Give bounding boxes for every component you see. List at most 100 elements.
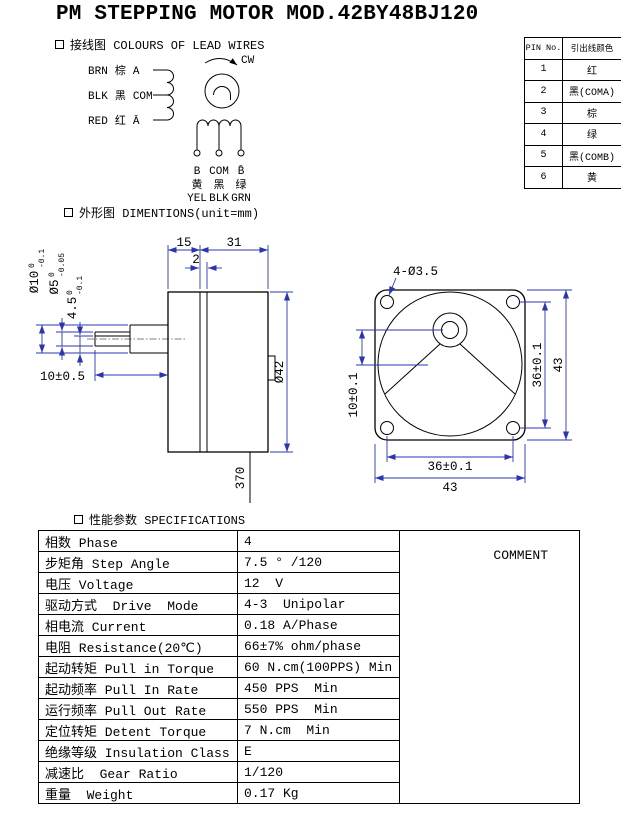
spec-label: 减速比 Gear Ratio (38, 761, 238, 783)
coil-a-icon (166, 69, 174, 96)
section-wiring-label: 接线图 COLOURS OF LEAD WIRES (70, 39, 265, 53)
terminal-com-icon (215, 149, 223, 157)
dim-shaft-offset: 10±0.1 (347, 372, 361, 417)
page-title: PM STEPPING MOTOR MOD.42BY48BJ120 (56, 3, 479, 26)
section-checkbox-icon (74, 515, 83, 524)
svg-text:Ø10: Ø10 (28, 271, 42, 294)
spec-row: 相数 Phase 4 COMMENT (38, 530, 580, 804)
side-view: 15 31 2 Ø10 0 -0.1 Ø5 0 -0.05 (28, 236, 293, 503)
dim-shaft-diameter: Ø5 0 -0.05 (48, 253, 67, 295)
spec-label: 电阻 Resistance(20℃) (38, 635, 238, 657)
terminal-phase-b: B (194, 166, 201, 178)
svg-text:36±0.1: 36±0.1 (531, 342, 545, 387)
svg-text:43: 43 (552, 357, 566, 372)
terminal-cn-bbar: 绿 (236, 177, 247, 192)
dim-body-diameter: Ø42 (273, 361, 287, 384)
mounting-hole-br (506, 421, 520, 435)
coil-b-icon (196, 119, 242, 127)
terminal-b-icon (193, 149, 201, 157)
spec-value: 0.17 Kg (237, 782, 400, 804)
pin-color: 黑(COMA) (562, 80, 621, 103)
section-outline-label: 外形图 DIMENTIONS(unit=mm) (79, 207, 260, 221)
terminal-abbr-com: BLK (209, 193, 229, 205)
spec-label: 重量 Weight (38, 782, 238, 804)
spec-value: 1/120 (237, 761, 400, 783)
mounting-hole-bl (380, 421, 394, 435)
front-view: 4-Ø3.5 36±0.1 43 36±0.1 43 (347, 265, 572, 495)
svg-text:Ø42: Ø42 (273, 361, 287, 384)
svg-text:-0.1: -0.1 (76, 276, 85, 295)
section-checkbox-icon (64, 208, 73, 217)
spec-value: 550 PPS Min (237, 698, 400, 720)
rotor-rotation-icon (213, 86, 231, 100)
spec-value: 60 N.cm(100PPS) Min (237, 656, 400, 678)
pin-no: 6 (524, 166, 563, 189)
pin-color: 绿 (562, 123, 621, 146)
cw-arrow-icon (204, 58, 238, 66)
pin-color: 红 (562, 58, 621, 81)
pin-color: 棕 (562, 101, 621, 124)
spec-label: 相数 Phase (38, 530, 238, 552)
dim-flange-horizontal: 43 (442, 481, 457, 495)
spec-label: 定位转矩 Detent Torque (38, 719, 238, 741)
pin-color-header: 引出线颜色 (562, 37, 621, 60)
dim-body-length: 31 (226, 236, 241, 250)
spec-value: E (237, 740, 400, 762)
motor-body-outline (167, 291, 269, 453)
cw-label: CW (241, 55, 255, 67)
svg-text:0: 0 (28, 263, 37, 268)
svg-text:370: 370 (234, 467, 248, 490)
dim-shaft-length: 10±0.5 (40, 370, 85, 384)
svg-text:0: 0 (66, 290, 75, 295)
section-specs-label: 性能参数 SPECIFICATIONS (89, 514, 246, 528)
spec-value: 450 PPS Min (237, 677, 400, 699)
spec-label: 起动转矩 Pull in Torque (38, 656, 238, 678)
spec-label: 步矩角 Step Angle (38, 551, 238, 573)
pin-no: 5 (524, 144, 563, 167)
dim-wire-length: 370 (234, 467, 248, 490)
spec-value: 0.18 A/Phase (237, 614, 400, 636)
dim-mounting-holes: 4-Ø3.5 (393, 265, 438, 279)
terminal-cn-b: 黄 (192, 177, 203, 192)
svg-text:Ø5: Ø5 (48, 279, 62, 294)
shaft-circle (441, 321, 459, 339)
dim-gearhead-length: 15 (176, 236, 191, 250)
mounting-hole-tl (380, 295, 394, 309)
section-wiring-header: 接线图 COLOURS OF LEAD WIRES (55, 36, 264, 53)
svg-text:10±0.1: 10±0.1 (347, 372, 361, 417)
rotor-icon (204, 73, 240, 109)
spec-value: 4-3 Unipolar (237, 593, 400, 615)
pin-table-header-row: PIN No. 引出线颜色 (524, 37, 621, 60)
section-checkbox-icon (55, 40, 64, 49)
comment-header: COMMENT (493, 548, 549, 563)
rear-terminal-outline (267, 355, 276, 381)
dim-plate-thickness: 2 (192, 253, 200, 267)
spec-label: 驱动方式 Drive Mode (38, 593, 238, 615)
pin-no: 3 (524, 101, 563, 124)
dim-hole-pitch-vertical: 36±0.1 (531, 342, 545, 387)
svg-text:4.5: 4.5 (66, 297, 80, 320)
spec-value: 66±7% ohm/phase (237, 635, 400, 657)
